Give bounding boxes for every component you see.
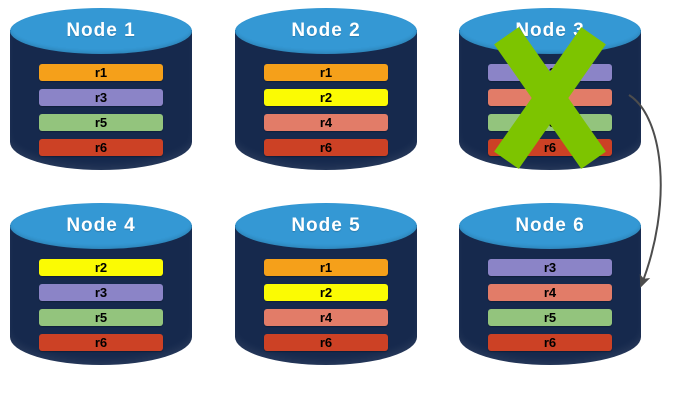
- record-bar[interactable]: r3: [488, 259, 612, 276]
- record-bar[interactable]: r5: [39, 309, 163, 326]
- record-list: r1 r2 r4 r6: [264, 259, 388, 351]
- record-list: r3 r4 r5 r6: [488, 64, 612, 156]
- database-node-3[interactable]: Node 3 r3 r4 r5 r6: [459, 8, 641, 188]
- record-bar[interactable]: r3: [39, 284, 163, 301]
- node-title: Node 4: [66, 215, 136, 236]
- record-bar[interactable]: r6: [488, 139, 612, 156]
- record-bar[interactable]: r1: [264, 64, 388, 81]
- cylinder-top-ellipse: [10, 203, 192, 249]
- record-list: r2 r3 r5 r6: [39, 259, 163, 351]
- record-list: r1 r3 r5 r6: [39, 64, 163, 156]
- record-bar[interactable]: r6: [264, 334, 388, 351]
- database-node-4[interactable]: Node 4 r2 r3 r5 r6: [10, 203, 192, 383]
- record-bar[interactable]: r3: [39, 89, 163, 106]
- cylinder-top-ellipse: [10, 8, 192, 54]
- record-bar[interactable]: r4: [488, 89, 612, 106]
- record-bar[interactable]: r5: [488, 309, 612, 326]
- node-title: Node 3: [515, 20, 585, 41]
- database-node-5[interactable]: Node 5 r1 r2 r4 r6: [235, 203, 417, 383]
- record-bar[interactable]: r6: [39, 139, 163, 156]
- record-bar[interactable]: r1: [39, 64, 163, 81]
- record-bar[interactable]: r4: [488, 284, 612, 301]
- record-bar[interactable]: r1: [264, 259, 388, 276]
- record-bar[interactable]: r2: [264, 89, 388, 106]
- record-bar[interactable]: r6: [488, 334, 612, 351]
- database-node-2[interactable]: Node 2 r1 r2 r4 r6: [235, 8, 417, 188]
- cylinder-top-ellipse: [459, 203, 641, 249]
- record-bar[interactable]: r4: [264, 114, 388, 131]
- record-bar[interactable]: r2: [39, 259, 163, 276]
- cylinder-top-ellipse: [235, 203, 417, 249]
- record-bar[interactable]: r2: [264, 284, 388, 301]
- record-bar[interactable]: r6: [264, 139, 388, 156]
- record-list: r1 r2 r4 r6: [264, 64, 388, 156]
- record-bar[interactable]: r6: [39, 334, 163, 351]
- node-title: Node 5: [291, 215, 361, 236]
- record-bar[interactable]: r5: [488, 114, 612, 131]
- node-title: Node 1: [66, 20, 136, 41]
- cylinder-top-ellipse: [235, 8, 417, 54]
- record-list: r3 r4 r5 r6: [488, 259, 612, 351]
- database-node-6[interactable]: Node 6 r3 r4 r5 r6: [459, 203, 641, 383]
- record-bar[interactable]: r3: [488, 64, 612, 81]
- record-bar[interactable]: r5: [39, 114, 163, 131]
- database-node-1[interactable]: Node 1 r1 r3 r5 r6: [10, 8, 192, 188]
- record-bar[interactable]: r4: [264, 309, 388, 326]
- node-title: Node 2: [291, 20, 361, 41]
- node-title: Node 6: [515, 215, 585, 236]
